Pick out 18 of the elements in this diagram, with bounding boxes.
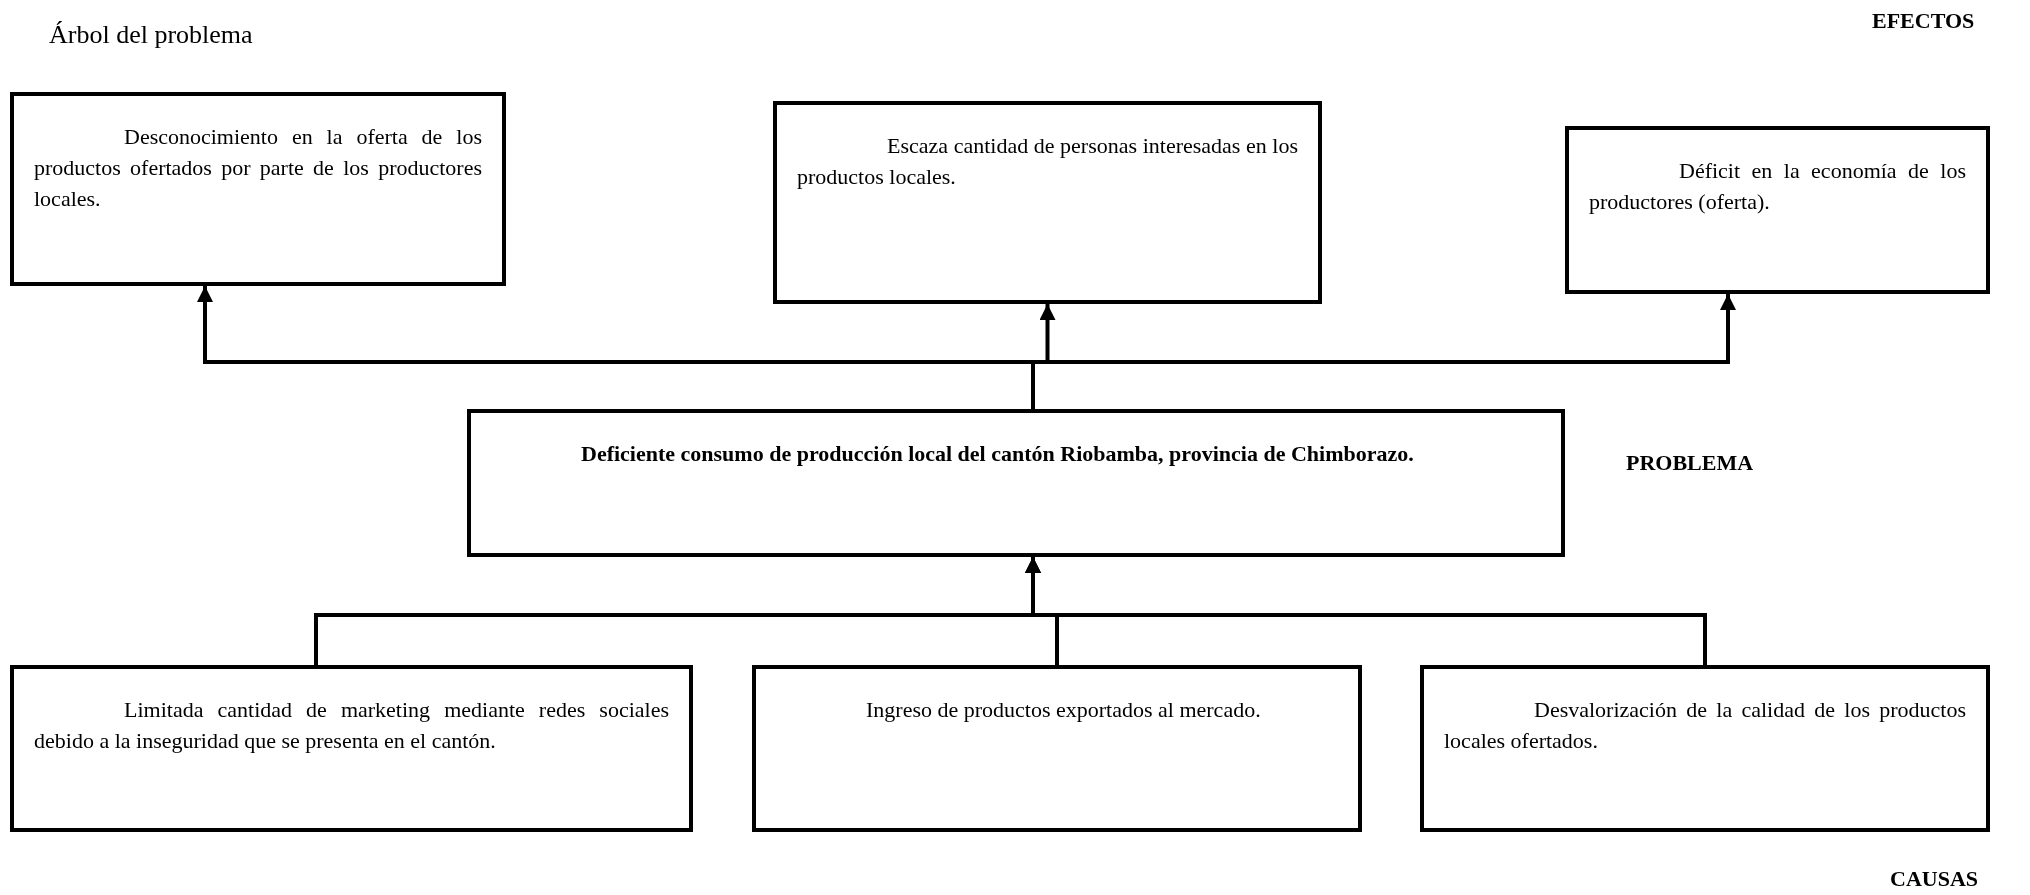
box-text: Escaza cantidad de personas interesadas en los productos locales. — [797, 132, 1298, 191]
section-label: CAUSAS — [1890, 866, 1979, 892]
section-label: EFECTOS — [1872, 8, 1975, 34]
text-box — [1565, 126, 1990, 294]
box-text: Desconocimiento en la oferta de los productos ofertados por parte de los productores locales. — [34, 123, 482, 213]
section-label: PROBLEMA — [1626, 450, 1754, 476]
box-text: Limitada cantidad de marketing mediante redes sociales debido a la inseguridad que se presenta en el cantón. — [34, 696, 669, 755]
text-box — [467, 409, 1565, 557]
text-box — [1420, 665, 1990, 832]
text-box — [10, 92, 506, 286]
diagram-title: Árbol del problema — [49, 20, 253, 50]
text-box — [10, 665, 693, 832]
box-text: Déficit en la economía de los productores (oferta). — [1589, 157, 1966, 216]
box-text: Deficiente consumo de producción local del cantón Riobamba, provincia de Chimborazo. — [580, 440, 1415, 468]
box-text: Ingreso de productos exportados al mercado. — [865, 696, 1262, 724]
box-text: Desvalorización de la calidad de los productos locales ofertados. — [1444, 696, 1966, 755]
text-box — [752, 665, 1362, 832]
text-box — [773, 101, 1322, 304]
